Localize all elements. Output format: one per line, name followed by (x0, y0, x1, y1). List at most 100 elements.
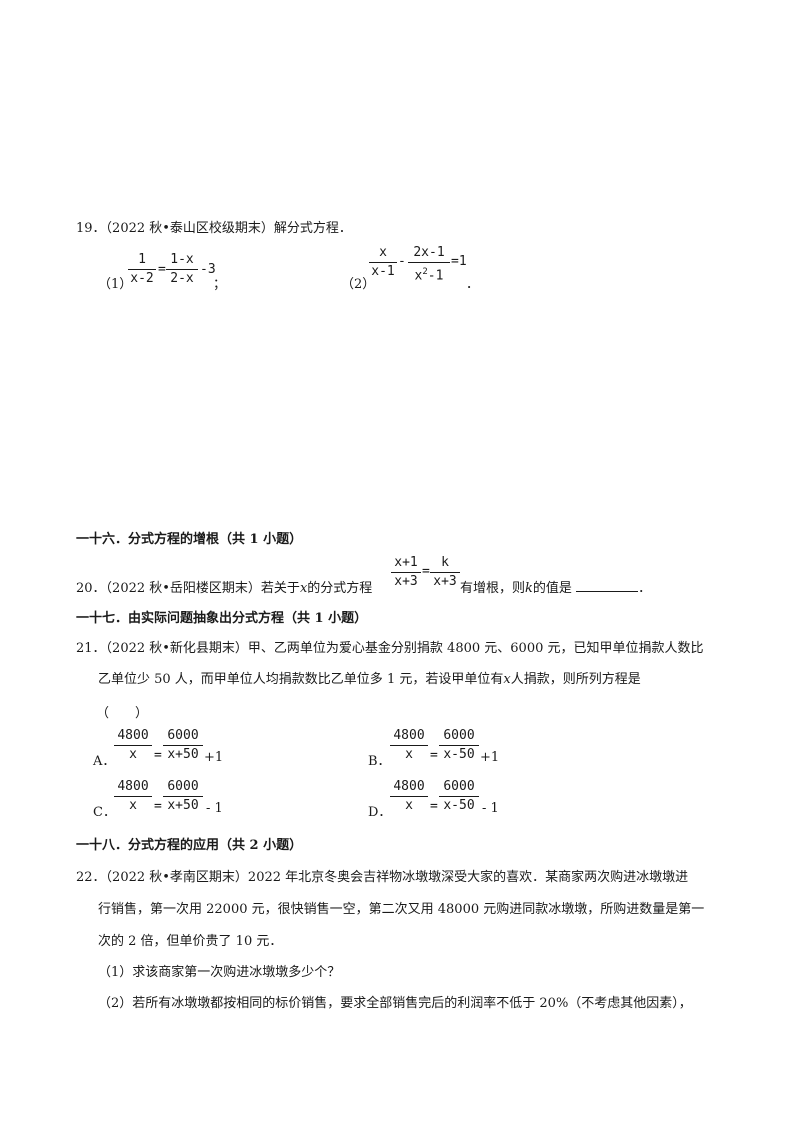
denominator: x-1 (371, 264, 395, 279)
option-b-label: B． (368, 754, 391, 769)
den-base: x (414, 268, 423, 284)
denominator: x+3 (433, 574, 457, 589)
q19-p1-tail: -3 (200, 262, 216, 277)
denominator: x (405, 747, 413, 762)
q21-line1: 21．（2022 秋•新化县期末）甲、乙两单位为爱心基金分别捐款 4800 元、… (76, 641, 704, 656)
fraction-bar (390, 796, 428, 797)
option-d-frac2: 6000 x-50 (439, 779, 479, 814)
numerator: 6000 (167, 728, 199, 743)
fraction-bar (439, 745, 479, 746)
q21-line2a: 乙单位少 50 人，而甲单位人均捐款数比乙单位多 1 元，若设甲单位有 (98, 672, 504, 687)
numerator: x+1 (394, 555, 418, 570)
fraction-bar (114, 796, 152, 797)
denominator: x+3 (394, 574, 418, 589)
option-c-frac2: 6000 x+50 (163, 779, 203, 814)
q19-part2-label: （2） (341, 277, 376, 292)
q19-p1-rhs-fraction: 1-x 2-x (166, 252, 198, 287)
section-17-heading: 一十七．由实际问题抽象出分式方程（共 1 小题） (76, 611, 368, 626)
numerator: 6000 (167, 779, 199, 794)
fraction-bar (439, 796, 479, 797)
q20-frac-right: k x+3 (430, 555, 460, 590)
option-a-frac1: 4800 x (114, 728, 152, 763)
fraction-bar (390, 745, 428, 746)
option-c-tail: - 1 (206, 801, 223, 816)
q20-equals: = (422, 564, 430, 579)
q21-var-x: x (503, 672, 511, 687)
den-tail: -1 (427, 268, 444, 284)
fraction-bar (408, 262, 450, 263)
q19-p2-minus: - (398, 254, 406, 269)
fraction-bar (430, 572, 460, 573)
option-b-frac1: 4800 x (390, 728, 428, 763)
q19-p1-equals: = (158, 262, 166, 277)
numerator: 4800 (393, 779, 425, 794)
numerator: 4800 (393, 728, 425, 743)
q19-p2-first-fraction: x x-1 (369, 245, 397, 280)
denominator: x-50 (443, 747, 475, 762)
denominator: x (129, 798, 137, 813)
numerator: 6000 (443, 779, 475, 794)
option-a-eq: = (154, 748, 162, 763)
numerator: 4800 (117, 779, 149, 794)
section-18-heading: 一十八．分式方程的应用（共 2 小题） (76, 838, 303, 853)
denominator: x+50 (167, 747, 199, 762)
q20-post: 有增根，则 (460, 581, 526, 596)
q20-prefix: 20．（2022 秋•岳阳楼区期末）若关于 (76, 581, 300, 596)
numerator: 1 (138, 252, 146, 267)
q21-line2b: 人捐款，则所列方程是 (510, 672, 641, 687)
option-d-frac1: 4800 x (390, 779, 428, 814)
q22-line3: 次的 2 倍，但单价贵了 10 元． (98, 934, 283, 949)
fraction-bar (163, 745, 203, 746)
numerator: 6000 (443, 728, 475, 743)
denominator: 2-x (170, 271, 194, 286)
q19-part1-label: （1） (98, 277, 133, 292)
option-c-eq: = (154, 799, 162, 814)
q19-p1-end: ； (213, 277, 227, 292)
q20-var-x: x (299, 581, 308, 596)
q22-sub1: （1）求该商家第一次购进冰墩墩多少个？ (98, 965, 341, 980)
option-b-tail: +1 (480, 750, 500, 765)
denominator: x (405, 798, 413, 813)
option-b-eq: = (430, 748, 438, 763)
fraction-bar (128, 269, 156, 270)
numerator: 4800 (117, 728, 149, 743)
q22-line1: 22．（2022 秋•孝南区期末）2022 年北京冬奥会吉祥物冰墩墩深受大家的喜… (76, 870, 689, 885)
fraction-bar (166, 269, 198, 270)
q19-header: 19．（2022 秋•泰山区校级期末）解分式方程． (76, 221, 352, 236)
q19-p2-second-fraction: 2x-1 x2-1 (408, 245, 450, 284)
q21-line2: 乙单位少 50 人，而甲单位人均捐款数比乙单位多 1 元，若设甲单位有x人捐款，… (98, 668, 641, 687)
section-16-heading: 一十六．分式方程的增根（共 1 小题） (76, 532, 303, 547)
denominator: x (129, 747, 137, 762)
fraction-bar (163, 796, 203, 797)
answer-blank[interactable] (576, 579, 639, 592)
option-a-tail: +1 (204, 750, 224, 765)
option-a-label: A． (93, 754, 116, 769)
q22-sub2: （2）若所有冰墩墩都按相同的标价销售，要求全部销售完后的利润率不低于 20%（不… (98, 996, 692, 1011)
numerator: k (441, 555, 449, 570)
den-exponent: 2 (422, 267, 428, 277)
denominator: x-50 (443, 798, 475, 813)
numerator: x (379, 245, 387, 260)
option-c-label: C． (93, 805, 116, 820)
option-c-frac1: 4800 x (114, 779, 152, 814)
fraction-bar (114, 745, 152, 746)
denominator: x-2 (130, 271, 154, 286)
q19-p1-lhs-fraction: 1 x-2 (128, 252, 156, 287)
fraction-bar (391, 572, 421, 573)
q20-end: 的值是 (532, 581, 572, 596)
q20-mid: 的分式方程 (307, 581, 373, 596)
q20-period: ． (638, 581, 652, 596)
denominator: x+50 (167, 798, 199, 813)
option-d-label: D． (368, 805, 392, 820)
denominator: x2-1 (408, 264, 450, 284)
numerator: 1-x (170, 252, 194, 267)
q20-text-post: 有增根，则k的值是 ． (460, 577, 651, 596)
q22-line2: 行销售，第一次用 22000 元，很快销售一空，第二次又用 48000 元购进同… (98, 902, 705, 917)
q21-answer-paren: （ ） (96, 706, 149, 721)
q20-text-pre: 20．（2022 秋•岳阳楼区期末）若关于x的分式方程 (76, 577, 372, 596)
q19-p2-rhs: =1 (451, 254, 467, 269)
fraction-bar (369, 262, 397, 263)
option-d-tail: - 1 (482, 801, 499, 816)
option-a-frac2: 6000 x+50 (163, 728, 203, 763)
option-b-frac2: 6000 x-50 (439, 728, 479, 763)
